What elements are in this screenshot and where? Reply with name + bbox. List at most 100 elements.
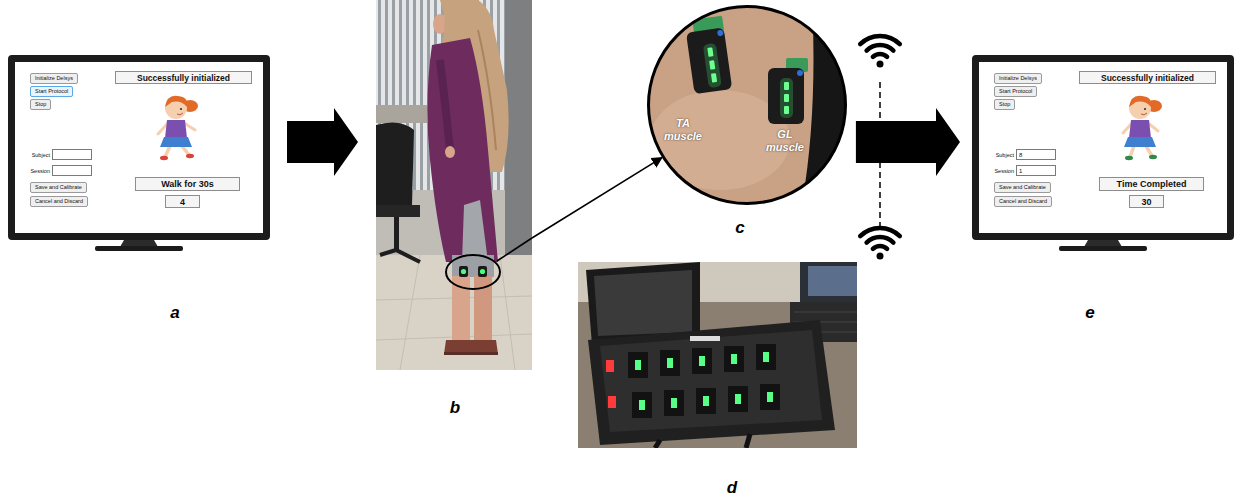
sensor-closeup <box>768 68 804 124</box>
button-label: Initialize Delsys <box>35 75 73 82</box>
text-field: Session <box>52 165 92 176</box>
base-station-photo <box>639 400 645 410</box>
gui-button: Stop <box>994 99 1015 110</box>
block-arrow <box>856 108 960 176</box>
walking-child-icon <box>1149 155 1157 159</box>
walking-child-icon <box>182 146 189 155</box>
wifi-symbol <box>873 54 887 57</box>
gui-button: Cancel and Discard <box>30 196 88 207</box>
wifi-symbol <box>877 61 884 68</box>
base-station-photo <box>594 270 692 336</box>
sensor-closeup <box>686 28 732 95</box>
wifi-symbol <box>867 45 894 51</box>
text-field: Subject8 <box>1016 149 1056 160</box>
subject-photo <box>380 250 420 262</box>
status-text: 4 <box>180 197 185 207</box>
base-station-photo <box>696 388 716 414</box>
status-text: Successfully initialized <box>137 73 230 83</box>
base-station-photo <box>767 392 773 402</box>
leader-line <box>497 238 532 261</box>
base-station-photo <box>600 330 822 432</box>
base-station-photo <box>628 352 648 378</box>
subject-photo <box>376 255 532 370</box>
button-label: Stop <box>35 101 46 108</box>
walking-child-icon <box>160 156 168 160</box>
base-station-photo <box>760 384 780 410</box>
subject-photo <box>480 269 485 274</box>
subject-photo <box>461 269 466 274</box>
base-station-photo <box>664 390 684 416</box>
sensor-closeup <box>709 60 715 70</box>
base-station-photo <box>728 386 748 412</box>
wifi-symbol <box>867 237 894 243</box>
subject-photo <box>440 60 450 150</box>
walking-child-icon <box>1129 96 1151 107</box>
panel-letter: a <box>170 303 179 323</box>
sensor-closeup <box>784 106 789 114</box>
wifi-symbol <box>877 253 884 260</box>
subject-photo <box>459 266 468 277</box>
muscle-label: TA muscle <box>660 117 706 142</box>
walking-child-icon <box>1130 146 1134 157</box>
panel-letter: b <box>450 398 460 418</box>
sensor-closeup <box>717 30 724 37</box>
walking-child-icon <box>1112 92 1172 162</box>
base-station-photo <box>763 352 769 362</box>
panel-letter: c <box>735 218 744 238</box>
button-label: Start Protocol <box>999 88 1032 95</box>
subject-photo <box>462 200 488 262</box>
base-station-photo <box>699 356 705 366</box>
sensor-closeup <box>784 94 789 102</box>
wifi-symbol <box>873 246 887 249</box>
monitor-stand <box>1084 240 1122 247</box>
base-station-photo <box>588 320 835 445</box>
base-station-photo <box>808 266 857 296</box>
base-station-photo <box>632 392 652 418</box>
subject-photo <box>376 0 532 370</box>
base-station-photo <box>608 396 616 408</box>
base-station-photo <box>735 394 741 404</box>
status-box: Time Completed <box>1099 177 1204 191</box>
subject-photo <box>445 146 455 158</box>
subject-photo <box>394 217 399 252</box>
subject-photo <box>478 266 487 277</box>
wifi-symbol <box>860 36 900 68</box>
button-label: Start Protocol <box>35 88 68 95</box>
walking-child-icon <box>1112 92 1172 162</box>
button-label: Cancel and Discard <box>35 198 83 205</box>
field-label: Subject <box>32 152 50 158</box>
computer-monitor: eInitialize DelsysStart ProtocolStopSucc… <box>972 55 1234 240</box>
subject-photo <box>444 352 498 355</box>
walking-child-icon <box>1125 156 1133 160</box>
sensor-closeup <box>640 0 860 215</box>
button-label: Stop <box>999 101 1010 108</box>
field-value: 8 <box>1017 152 1022 158</box>
walking-child-icon <box>1141 113 1147 115</box>
monitor-stand <box>120 240 158 247</box>
monitor-stand <box>1059 246 1147 251</box>
status-text: Time Completed <box>1117 179 1187 189</box>
base-station-photo <box>655 440 660 448</box>
base-station-photo <box>671 398 677 408</box>
walking-child-icon <box>165 146 170 157</box>
gui-button: Cancel and Discard <box>994 196 1052 207</box>
status-text: Successfully initialized <box>1101 73 1194 83</box>
block-arrow <box>287 108 358 176</box>
base-station-photo <box>724 346 744 372</box>
walking-child-icon <box>1129 120 1151 138</box>
base-station-photo <box>635 352 773 410</box>
text-field: Session1 <box>1016 165 1056 176</box>
walking-child-icon <box>148 92 208 162</box>
text-field: Subject <box>52 149 92 160</box>
monitor-stand <box>95 246 183 251</box>
subject-photo <box>505 0 532 260</box>
status-text: 30 <box>1141 197 1151 207</box>
monitor-stand <box>95 240 1147 251</box>
gui-button: Save and Calibrate <box>994 182 1051 193</box>
walking-child-icon <box>148 92 208 162</box>
field-value: 1 <box>1017 168 1022 174</box>
panel-letter: d <box>727 478 737 498</box>
sensor-closeup <box>707 47 713 57</box>
subject-photo <box>376 0 532 370</box>
base-station-photo <box>667 358 673 368</box>
